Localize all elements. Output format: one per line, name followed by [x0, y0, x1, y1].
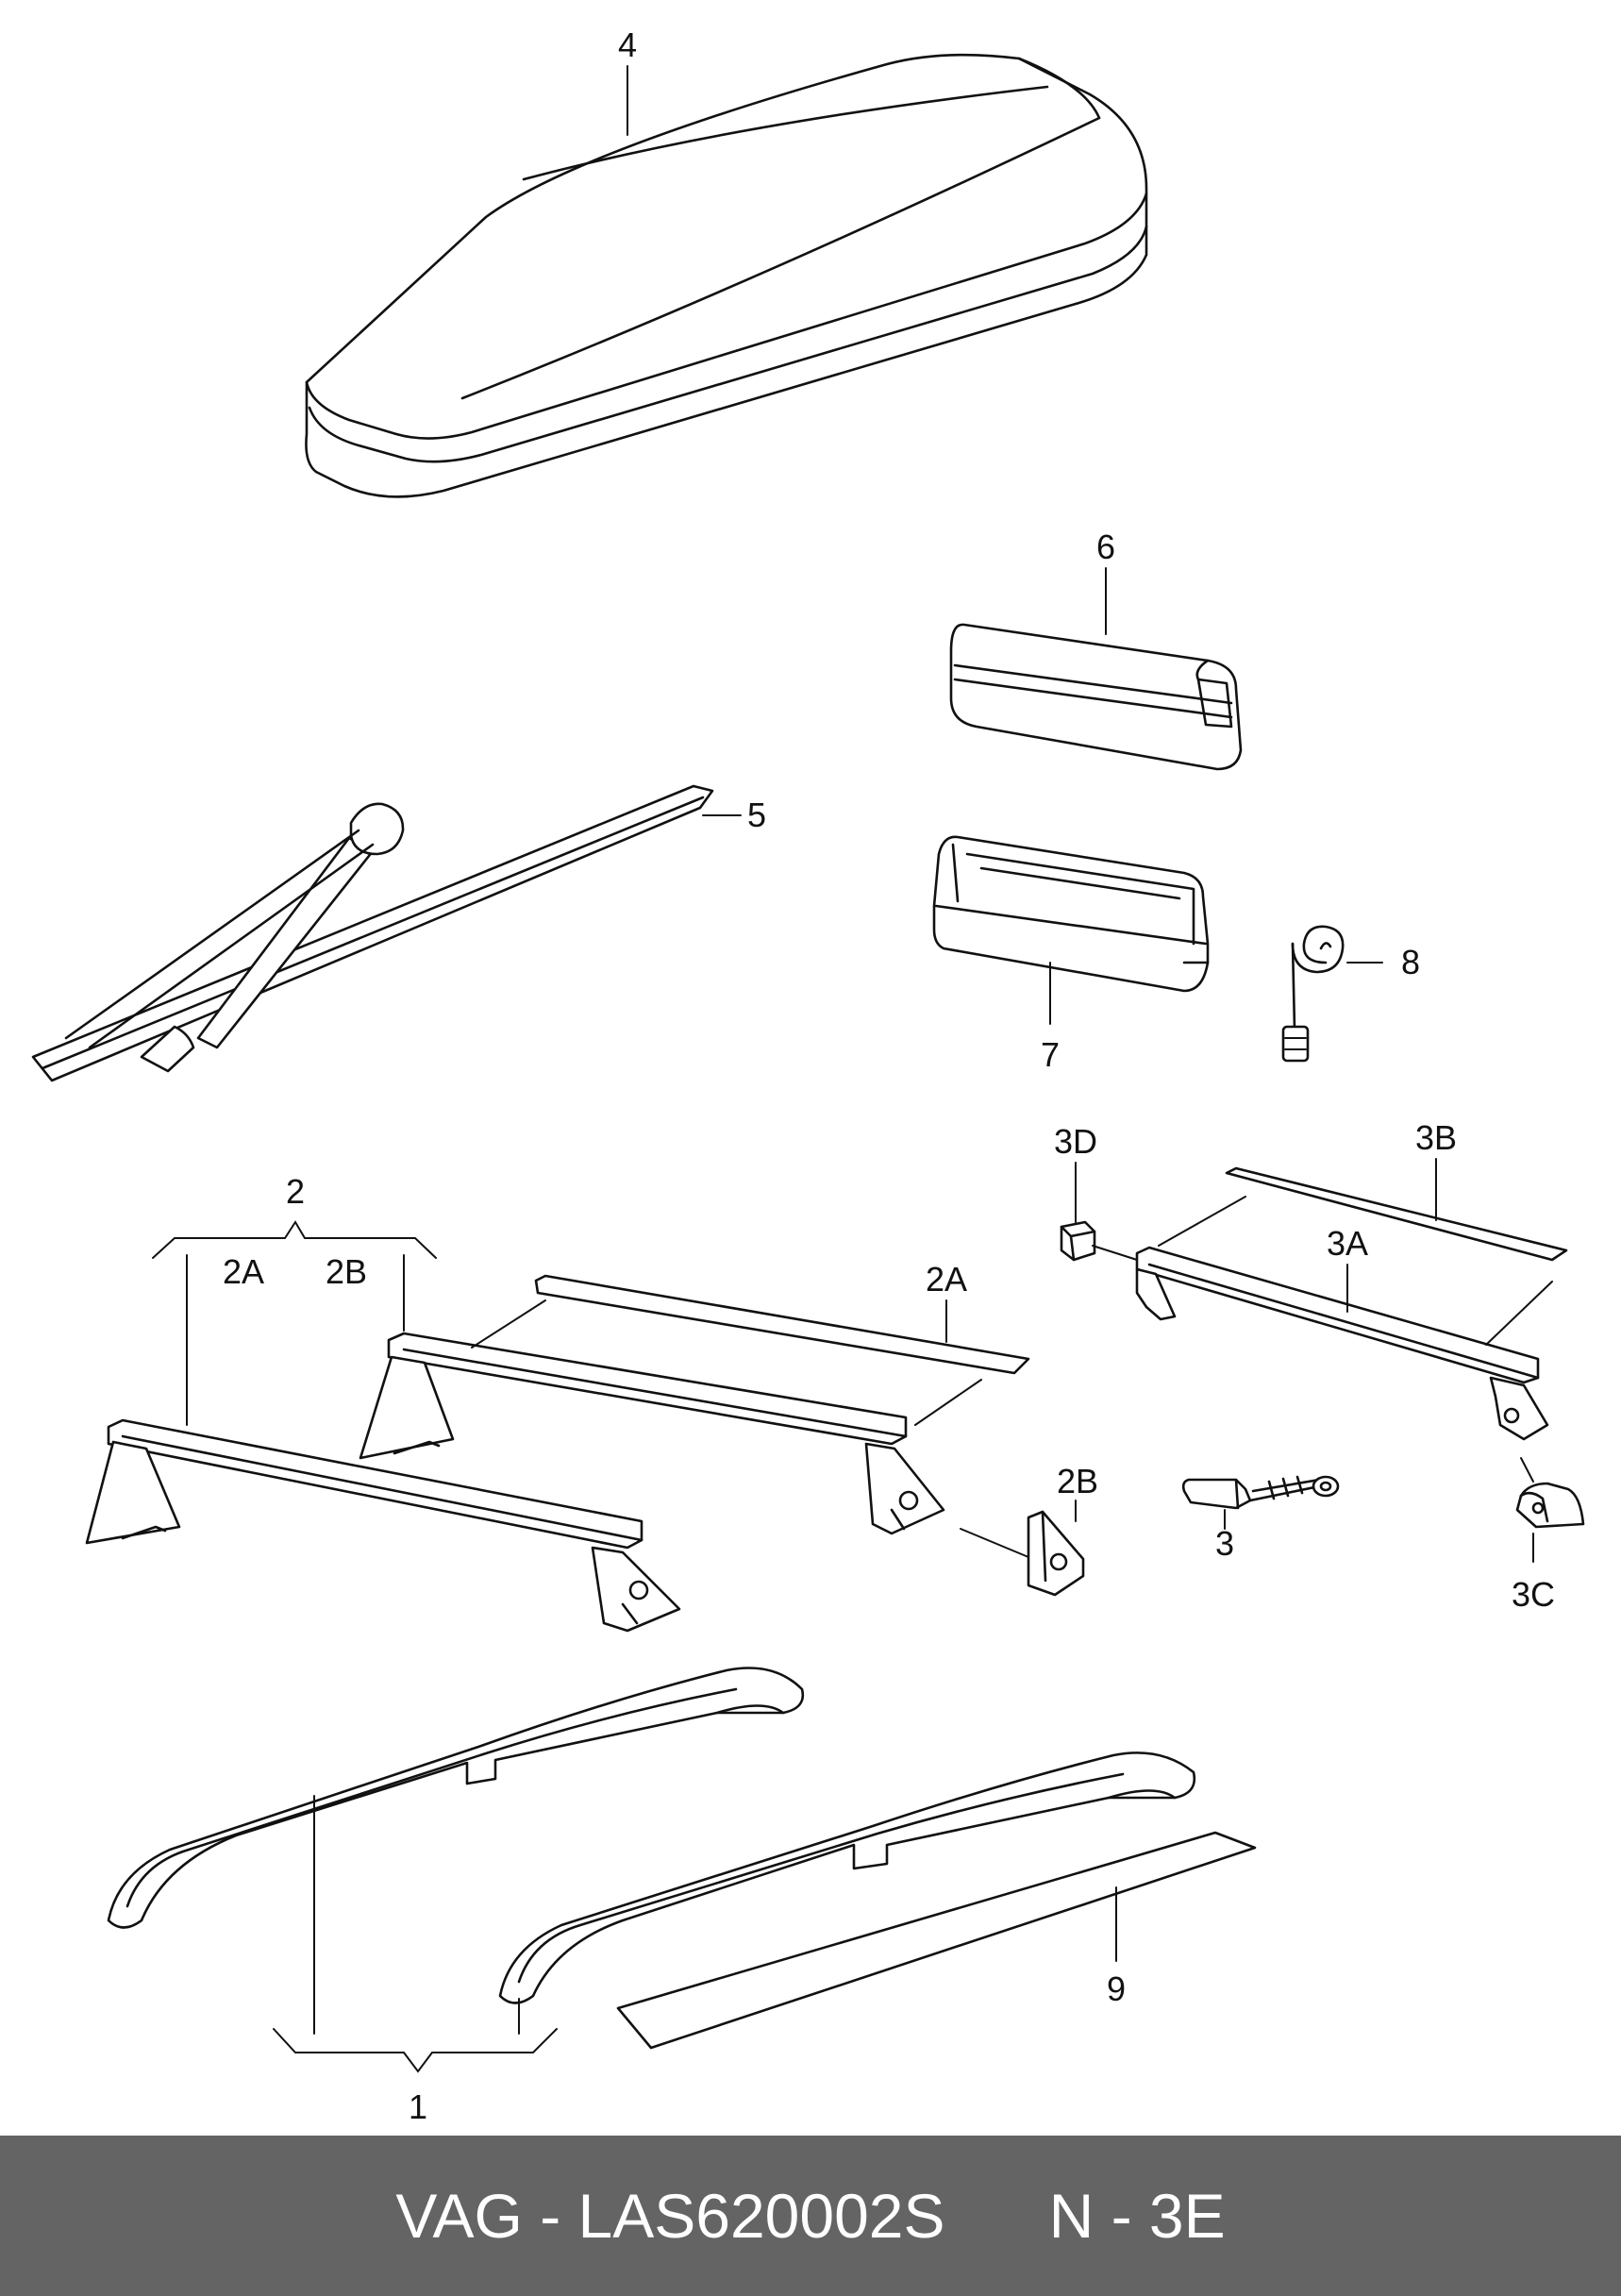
footer-spacer — [945, 2180, 1049, 2252]
part-5-ski-holder — [31, 784, 714, 1082]
callout-2-label: 2 — [286, 1172, 305, 1211]
part-8-key — [1281, 925, 1345, 1063]
callout-6: 6 — [1096, 528, 1115, 635]
part-2b-foot — [960, 1510, 1085, 1597]
part-number-footer: VAG - LAS620002S N - 3E — [0, 2136, 1621, 2296]
parts-diagram: 4 6 5 7 — [31, 25, 1585, 2126]
part-3-bolt — [1181, 1475, 1340, 1510]
part-2a-strip — [471, 1274, 1030, 1426]
part-6-lock-housing — [949, 623, 1243, 771]
callout-6-label: 6 — [1096, 528, 1115, 566]
callout-3d-label: 3D — [1054, 1122, 1097, 1161]
part-7-lock-mount — [932, 835, 1210, 993]
callout-3c: 3C — [1512, 1533, 1555, 1614]
callout-3d: 3D — [1054, 1122, 1097, 1223]
callout-3a: 3A — [1327, 1224, 1368, 1313]
callout-3: 3 — [1215, 1509, 1234, 1563]
callout-1-label: 1 — [409, 2087, 427, 2126]
callout-5: 5 — [702, 796, 766, 834]
callout-2b-group-label: 2B — [326, 1252, 367, 1291]
footer-part-label: VAG - LAS620002S — [395, 2181, 945, 2251]
part-3c-foot — [1515, 1457, 1585, 1529]
callout-2-group: 2 2A 2B — [152, 1172, 437, 1426]
callout-5-label: 5 — [747, 796, 766, 834]
callout-3-label: 3 — [1215, 1524, 1234, 1563]
callout-4: 4 — [618, 25, 637, 136]
callout-9: 9 — [1107, 1886, 1126, 2008]
callout-9-label: 9 — [1107, 1969, 1126, 2008]
callout-8: 8 — [1346, 943, 1420, 981]
part-2-crossbar-rear — [359, 1332, 945, 1535]
callout-2a: 2A — [926, 1260, 967, 1343]
footer-code-label: N - 3E — [1048, 2181, 1226, 2251]
callout-2b: 2B — [1057, 1462, 1098, 1522]
part-9-strip — [616, 1831, 1257, 2050]
callout-3b-label: 3B — [1415, 1118, 1457, 1157]
part-3a-crossbar — [1092, 1196, 1553, 1441]
callout-3a-label: 3A — [1327, 1224, 1368, 1263]
part-3b-strip — [1225, 1166, 1568, 1262]
callout-7: 7 — [1041, 962, 1060, 1074]
part-4-roof-box — [305, 53, 1148, 498]
callout-3b: 3B — [1415, 1118, 1457, 1221]
part-1-roof-rail-left — [107, 1667, 805, 1929]
part-2-crossbar-front — [85, 1418, 681, 1633]
callout-3c-label: 3C — [1512, 1575, 1555, 1614]
part-3d-cap — [1060, 1220, 1096, 1262]
callout-2a-label: 2A — [926, 1260, 967, 1299]
callout-1-group: 1 — [273, 1795, 558, 2126]
part-1-roof-rail-right — [498, 1751, 1196, 2004]
callout-7-label: 7 — [1041, 1035, 1060, 1074]
callout-2b-label: 2B — [1057, 1462, 1098, 1500]
callout-2a-group-label: 2A — [223, 1252, 264, 1291]
callout-8-label: 8 — [1401, 943, 1420, 981]
callout-4-label: 4 — [618, 25, 637, 64]
